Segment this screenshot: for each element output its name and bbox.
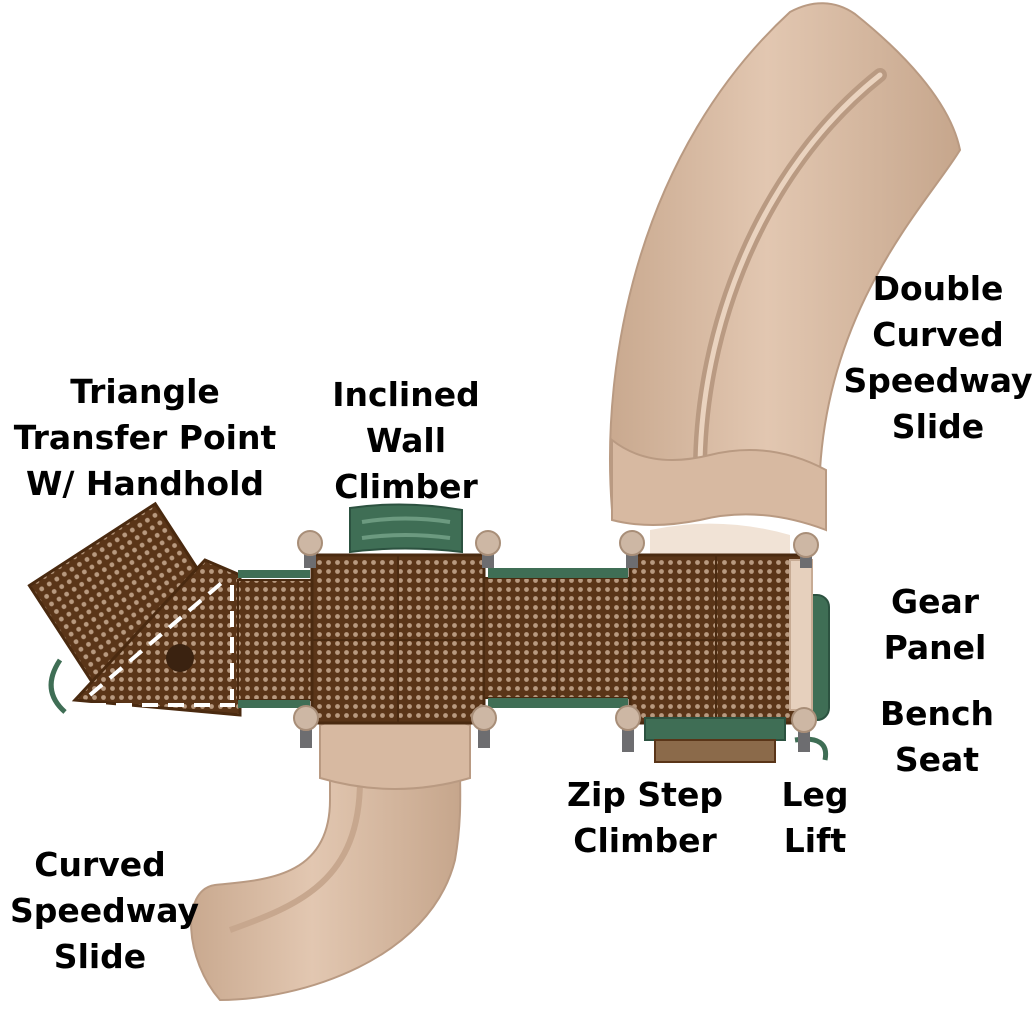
label-line: Slide [891,407,985,446]
curved-speedway-slide [190,711,471,1002]
double-curved-speedway-slide [609,2,962,570]
label-gear-panel: Gear Panel [862,579,1008,671]
label-line: Leg [781,775,849,814]
zip-step-climber [644,717,786,763]
label-curved-speedway-slide: Curved Speedway Slide [10,842,200,980]
label-bench-seat: Bench Seat [862,691,1012,783]
label-line: Slide [53,937,147,976]
label-line: Lift [783,821,847,860]
label-line: Transfer Point [13,418,277,457]
label-line: Climber [573,821,717,860]
label-triangle-transfer-point: Triangle Transfer Point W/ Handhold [0,369,290,507]
posts [293,530,819,752]
label-line: Panel [883,628,987,667]
label-leg-lift: Leg Lift [770,772,860,864]
label-line: Wall [365,421,447,460]
inclined-wall-climber [349,503,463,554]
label-line: Speedway [843,361,1033,400]
label-line: Gear [890,582,979,621]
label-line: Seat [894,740,980,779]
label-line: Zip Step [567,775,723,814]
label-line: Curved [34,845,166,884]
deck-platforms [237,553,804,725]
label-line: W/ Handhold [25,464,265,503]
label-line: Climber [334,467,478,506]
triangle-transfer-point [27,501,242,717]
railings [238,568,628,708]
label-inclined-wall-climber: Inclined Wall Climber [316,372,496,510]
label-line: Bench [879,694,995,733]
label-line: Triangle [70,372,220,411]
gear-panel [789,559,830,721]
label-zip-step-climber: Zip Step Climber [556,772,734,864]
label-double-curved-speedway-slide: Double Curved Speedway Slide [840,266,1036,450]
label-line: Inclined [332,375,480,414]
label-line: Speedway [10,891,200,930]
label-line: Curved [872,315,1004,354]
label-line: Double [872,269,1004,308]
